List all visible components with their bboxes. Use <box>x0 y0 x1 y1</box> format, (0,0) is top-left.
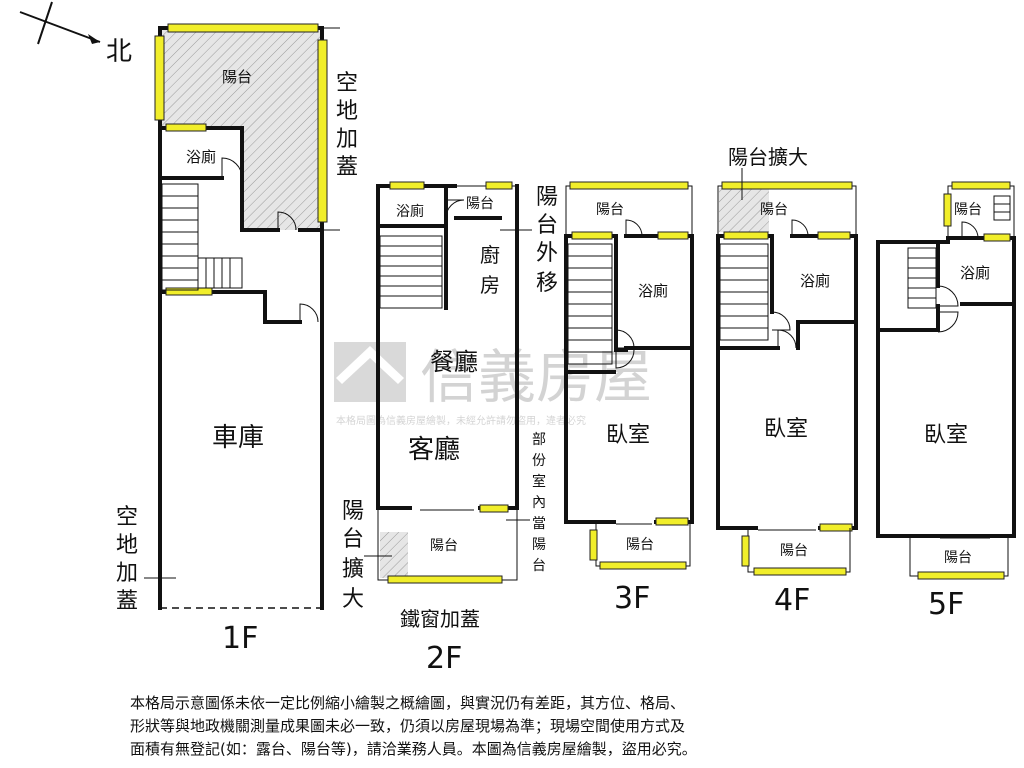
svg-text:擴: 擴 <box>342 557 364 582</box>
svg-text:陽: 陽 <box>342 499 364 524</box>
floor-2f-label: 2F <box>426 641 462 676</box>
balcony-3f-top-label: 陽台 <box>596 202 624 218</box>
disclaimer-line: 面積有無登記(如：露台、陽台等)，請洽業務人員。本圖為信義房屋繪製，盜用必究。 <box>130 740 697 758</box>
note-4f-enlarged: 陽台擴大 <box>728 145 808 169</box>
svg-text:蓋: 蓋 <box>336 155 358 180</box>
note-balcony-enlarged: 陽 台 擴 大 <box>342 499 364 612</box>
compass: 北 <box>19 1 132 67</box>
stairs-1f <box>161 183 243 291</box>
stairs-5f <box>907 247 937 309</box>
living-label: 客廳 <box>408 435 460 465</box>
svg-text:外: 外 <box>536 241 558 266</box>
svg-text:部: 部 <box>532 432 546 448</box>
bath-4f-label: 浴廁 <box>800 272 830 290</box>
balcony-5f-bottom-label: 陽台 <box>944 550 972 566</box>
svg-text:大: 大 <box>342 587 364 612</box>
svg-text:室: 室 <box>532 473 546 490</box>
svg-text:蓋: 蓋 <box>116 589 138 614</box>
note-balcony-moved: 陽 台 外 移 <box>536 185 558 296</box>
svg-text:空: 空 <box>336 71 358 96</box>
svg-text:移: 移 <box>536 271 558 296</box>
stairs-4f <box>719 243 769 341</box>
stairs-2f <box>379 235 443 309</box>
bath-1f-label: 浴廁 <box>186 148 216 166</box>
watermark-logo-icon <box>334 342 406 402</box>
disclaimer-line: 形狀等與地政機關測量成果圖未必一致，仍須以房屋現場為準；現場空間使用方式及 <box>130 717 686 735</box>
floor-2f: 浴廁 陽台 廚 房 餐廳 客廳 陽台 陽 台 外 移 部 份 室 內 當 陽 台… <box>342 181 558 676</box>
watermark: 信義房屋 本格局圖為信義房屋繪製，未經允許請勿盜用，違者必究 <box>334 342 652 427</box>
svg-text:台: 台 <box>536 213 558 238</box>
ext-note-top: 空 地 加 蓋 <box>336 71 358 180</box>
north-arrow-icon <box>19 11 101 43</box>
floor-1f: 陽台 浴廁 車庫 空 地 加 蓋 空 地 加 蓋 1F <box>116 23 358 656</box>
svg-text:地: 地 <box>116 533 138 558</box>
garage-label: 車庫 <box>212 423 264 453</box>
watermark-brand: 信義房屋 <box>420 343 652 411</box>
watermark-notice: 本格局圖為信義房屋繪製，未經允許請勿盜用，違者必究 <box>336 414 586 427</box>
floor-3f-label: 3F <box>614 581 650 616</box>
svg-text:內: 內 <box>532 495 546 511</box>
svg-text:地: 地 <box>336 99 358 124</box>
balcony-5f-top-label: 陽台 <box>954 202 982 218</box>
stairs-3f <box>567 243 613 365</box>
floor-5f: 陽台 浴廁 臥室 陽台 5F <box>876 181 1016 622</box>
balcony-1f-area <box>162 28 322 128</box>
note-iron-window: 鐵窗加蓋 <box>400 607 480 631</box>
floor-1f-label: 1F <box>222 621 258 656</box>
bath-3f-label: 浴廁 <box>638 282 668 300</box>
note-partial-indoor: 部 份 室 內 當 陽 台 <box>532 432 546 574</box>
floor-4f-label: 4F <box>774 583 810 618</box>
svg-text:份: 份 <box>532 453 546 469</box>
svg-text:台: 台 <box>342 527 364 552</box>
bath-2f-label: 浴廁 <box>396 203 424 220</box>
svg-text:當: 當 <box>532 516 546 532</box>
svg-text:陽: 陽 <box>532 537 546 553</box>
balcony-2f-bottom-label: 陽台 <box>430 538 458 554</box>
disclaimer: 本格局示意圖係未依一定比例縮小繪製之概繪圖，與實況仍有差距，其方位、格局、 形狀… <box>130 692 910 761</box>
svg-text:加: 加 <box>336 127 358 152</box>
north-label: 北 <box>106 37 132 67</box>
bedroom-4f-label: 臥室 <box>764 417 808 442</box>
dining-label: 餐廳 <box>430 348 478 376</box>
floor-5f-label: 5F <box>928 587 964 622</box>
svg-text:廚: 廚 <box>480 243 500 267</box>
kitchen-label: 廚 房 <box>480 243 500 297</box>
svg-text:台: 台 <box>532 558 546 574</box>
balcony-1f-label: 陽台 <box>222 68 252 86</box>
floor-4f: 陽台擴大 陽台 浴廁 臥室 陽台 4F <box>716 145 858 618</box>
balcony-4f-top-label: 陽台 <box>760 202 788 218</box>
svg-text:房: 房 <box>480 273 500 297</box>
svg-text:加: 加 <box>116 561 138 586</box>
floor-3f: 陽台 浴廁 臥室 陽台 3F <box>564 181 694 616</box>
balcony-3f-bottom-label: 陽台 <box>626 537 654 553</box>
bath-5f-label: 浴廁 <box>960 264 990 282</box>
svg-text:陽: 陽 <box>536 185 558 210</box>
balcony-4f-bottom-label: 陽台 <box>780 543 808 559</box>
ext-note-bottom: 空 地 加 蓋 <box>116 505 138 614</box>
door-icon <box>221 157 243 179</box>
disclaimer-line: 本格局示意圖係未依一定比例縮小繪製之概繪圖，與實況仍有差距，其方位、格局、 <box>130 694 686 712</box>
bedroom-5f-label: 臥室 <box>924 423 968 448</box>
balcony-2f-top-label: 陽台 <box>466 196 494 212</box>
bedroom-3f-label: 臥室 <box>606 423 650 448</box>
svg-text:空: 空 <box>116 505 138 530</box>
